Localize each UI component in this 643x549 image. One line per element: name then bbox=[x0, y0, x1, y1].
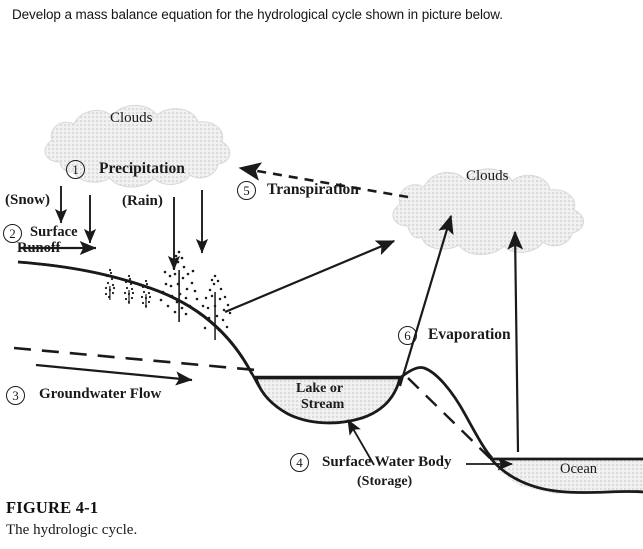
surface-runoff-label-line2: Runoff bbox=[17, 240, 61, 256]
callout-number-2: 2 bbox=[3, 224, 22, 243]
coastal-hill-line bbox=[399, 366, 494, 459]
storage-label: (Storage) bbox=[357, 474, 413, 489]
question-prompt: Develop a mass balance equation for the … bbox=[12, 7, 503, 22]
transpiration-label: Transpiration bbox=[267, 181, 359, 198]
precipitation-arrows bbox=[54, 186, 209, 271]
callout-number-1: 1 bbox=[66, 160, 85, 179]
callout-number-6: 6 bbox=[398, 326, 417, 345]
vegetation-group bbox=[104, 250, 232, 340]
groundwater-flow-arrow bbox=[35, 363, 193, 386]
water-table-dashed-line bbox=[13, 346, 257, 372]
lake-stream-shape bbox=[254, 375, 402, 425]
callout-number-5: 5 bbox=[237, 181, 256, 200]
tree-large-1 bbox=[159, 250, 199, 322]
evaporation-arrow-lake bbox=[398, 214, 454, 387]
groundwater-flow-label: Groundwater Flow bbox=[39, 386, 162, 402]
ground-surface-line-main bbox=[17, 260, 254, 375]
cloud-left-label: Clouds bbox=[110, 110, 153, 126]
lake-label-line2: Stream bbox=[301, 397, 345, 412]
surface-runoff-label-line1: Surface bbox=[30, 224, 78, 240]
surface-water-body-leader-to-lake bbox=[347, 419, 375, 466]
tree-large-2 bbox=[199, 274, 232, 340]
evaporation-arrow-ocean bbox=[507, 230, 524, 453]
shrub-small-3 bbox=[140, 279, 152, 308]
ground-surface-line bbox=[17, 260, 272, 395]
figure-caption-title: FIGURE 4-1 bbox=[6, 498, 99, 517]
cloud-transport-dashed-arrow bbox=[238, 162, 409, 199]
shrub-small-2 bbox=[123, 274, 135, 304]
evaporation-label: Evaporation bbox=[428, 326, 511, 343]
figure-caption-subtitle: The hydrologic cycle. bbox=[6, 522, 138, 538]
rain-label: (Rain) bbox=[122, 193, 163, 209]
cloud-right-label: Clouds bbox=[466, 168, 509, 184]
callout-number-3: 3 bbox=[6, 386, 25, 405]
ocean-label: Ocean bbox=[560, 461, 598, 477]
hydrologic-cycle-figure: Clouds Clouds 1 Precipitation (Snow) (Ra… bbox=[0, 40, 643, 500]
figure-vector-canvas bbox=[13, 104, 643, 494]
cloud-left-shape bbox=[44, 104, 231, 188]
surface-water-body-label: Surface Water Body bbox=[322, 454, 452, 470]
precipitation-label: Precipitation bbox=[99, 160, 185, 177]
lake-label-line1: Lake or bbox=[296, 381, 344, 396]
transpiration-arrow bbox=[224, 239, 396, 314]
callout-number-4: 4 bbox=[290, 453, 309, 472]
snow-label: (Snow) bbox=[5, 192, 51, 208]
coastal-seepage-dashed-line bbox=[407, 377, 493, 461]
ocean-shape bbox=[490, 457, 643, 494]
shrub-small-1 bbox=[104, 268, 116, 300]
